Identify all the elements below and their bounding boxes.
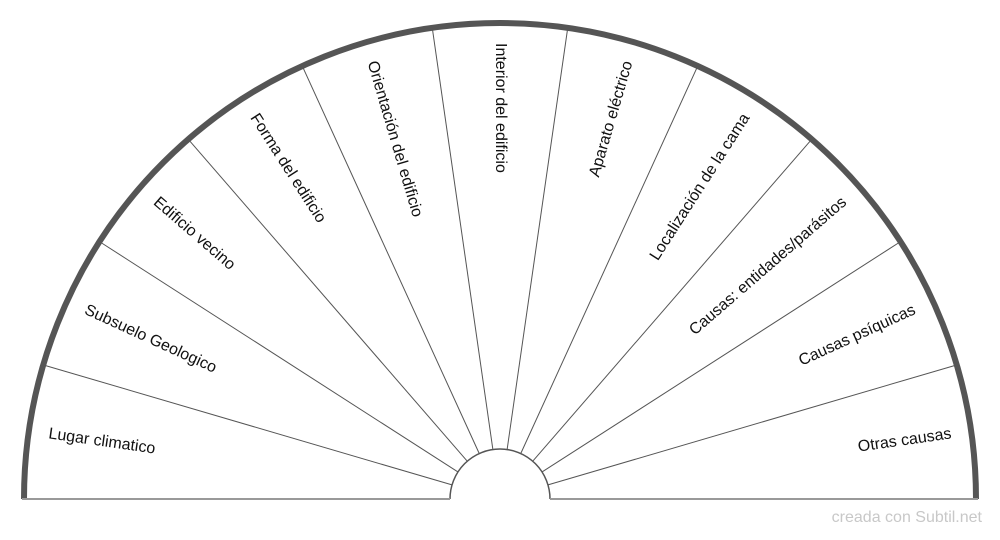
segment-label: Localización de la cama	[647, 111, 754, 264]
segment-label: Otras causas	[857, 425, 953, 455]
segment-label: Causas: entidades/parásitos	[686, 194, 850, 339]
segment-divider	[541, 242, 900, 473]
segment-label: Lugar climatico	[47, 425, 156, 457]
segment-divider	[45, 364, 453, 486]
segment-labels: Lugar climatico Subsuelo Geologico Edifici…	[47, 43, 952, 458]
segment-label: Subsuelo Geologico	[82, 302, 219, 377]
segment-label: Causas psíquicas	[796, 302, 918, 370]
segment-divider	[532, 140, 811, 462]
segment-label: Forma del edificio	[247, 111, 330, 227]
inner-arc	[449, 448, 551, 500]
footer-credit: creada con Subtil.net	[831, 509, 982, 526]
segment-divider	[432, 29, 494, 450]
segment-divider	[302, 67, 480, 454]
segment-divider	[520, 67, 698, 454]
segment-dividers	[45, 29, 955, 486]
outer-arc	[21, 20, 979, 500]
segment-label: Aparato eléctrico	[586, 59, 636, 179]
segment-label: Orientación del edificio	[364, 59, 426, 219]
segment-divider	[189, 140, 468, 462]
segment-label: Edificio vecino	[150, 194, 239, 274]
segment-divider	[506, 29, 568, 450]
segment-divider	[100, 242, 459, 473]
segment-label: Interior del edificio	[492, 43, 509, 173]
segment-divider	[547, 364, 955, 486]
